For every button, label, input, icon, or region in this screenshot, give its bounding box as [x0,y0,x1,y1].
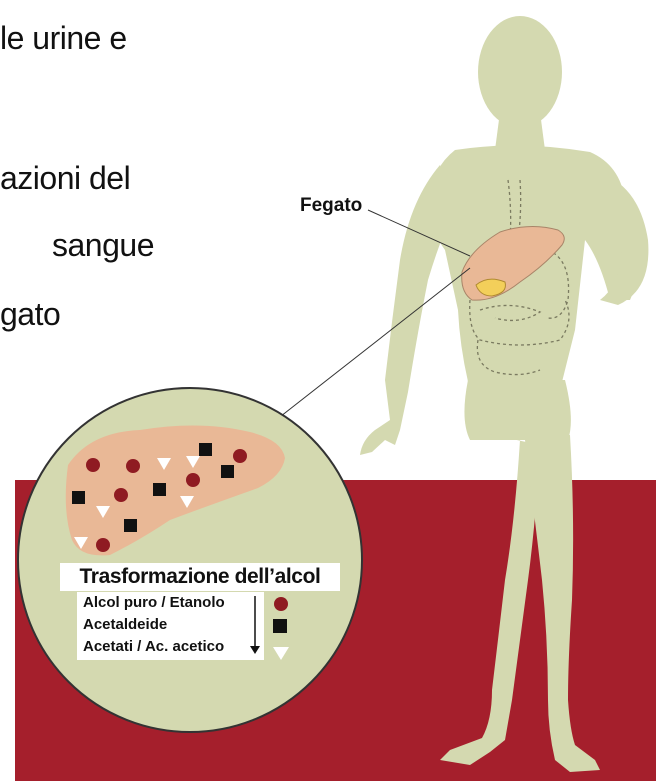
zoom-connector-line [276,268,470,420]
transformation-arrow [249,596,261,656]
legend-title: Trasformazione dell’alcol [60,563,340,591]
legend-square-marker [273,619,287,633]
liver-label: Fegato [300,195,362,217]
ethanol-marker [186,473,200,487]
acetaldehyde-marker [199,443,212,456]
acetaldehyde-marker [221,465,234,478]
legend-item-acetaldehyde: Acetaldeide [83,616,167,633]
ethanol-marker [126,459,140,473]
legend-box: Alcol puro / Etanolo Acetaldeide Acetati… [77,592,264,660]
ethanol-marker [114,488,128,502]
legend-item-ethanol: Alcol puro / Etanolo [83,594,225,611]
acetaldehyde-marker [153,483,166,496]
ethanol-marker [233,449,247,463]
ethanol-marker [86,458,100,472]
legend-markers [273,597,289,660]
acetaldehyde-marker [124,519,137,532]
acetaldehyde-marker [72,491,85,504]
body-silhouette [360,16,648,772]
ethanol-marker [96,538,110,552]
legend-item-acetate: Acetati / Ac. acetico [83,638,224,655]
legend-circle-marker [274,597,288,611]
